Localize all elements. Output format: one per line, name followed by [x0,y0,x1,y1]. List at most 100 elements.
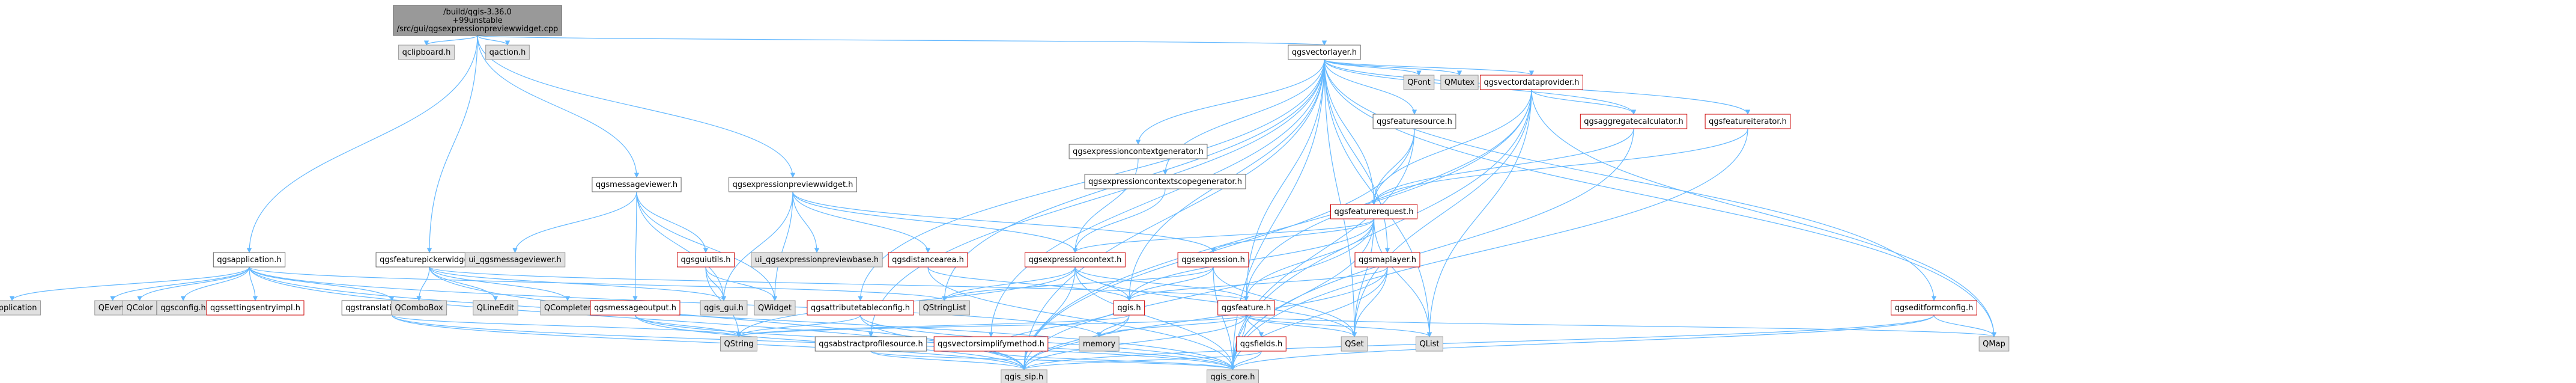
node-qgsfields[interactable]: qgsfields.h [1236,336,1286,352]
node-qapplication[interactable]: QApplication [0,300,41,316]
node-qgsvectordataprovider[interactable]: qgsvectordataprovider.h [1480,75,1583,90]
edge-qgsvectorsimplifymethod-to-qgis_core [990,351,1235,370]
node-box [206,300,305,316]
node-qgseditformconfig[interactable]: qgseditformconfig.h [1891,300,1977,316]
node-box [1207,369,1259,383]
edge-qgsdistancearea-to-qgis [927,266,1132,301]
node-box [919,300,970,316]
node-box [1068,144,1208,159]
node-label: QLineEdit [477,304,515,313]
node-qgis_sip[interactable]: qgis_sip.h [1001,369,1047,383]
node-qgsexpressioncontextscopegenerator[interactable]: qgsexpressioncontextscopegenerator.h [1084,174,1246,189]
node-qclipboard[interactable]: qclipboard.h [398,44,455,60]
node-qgsexpressioncontextgenerator[interactable]: qgsexpressioncontextgenerator.h [1068,144,1208,159]
edge-qgsfeature-to-memory [1096,314,1247,337]
node-label: qgsvectorlayer.h [1292,48,1357,57]
node-qlist[interactable]: QList [1416,336,1443,352]
node-qgsmessageoutput[interactable]: qgsmessageoutput.h [590,300,680,316]
edge-qgsfeaturepickerwidget-to-qcombobox [416,266,430,301]
edge-qgsmessageviewer-to-qgsguiutils [636,191,709,253]
node-qgsexpressionpreviewwidget[interactable]: qgsexpressionpreviewwidget.h [729,177,857,192]
edge-root-to-qgsapplication [246,35,478,253]
edge-qgsfeature-to-qstring [736,314,1247,337]
edge-qgsvectorlayer-to-qgsvectordataprovider [1324,59,1534,76]
node-qgis_gui[interactable]: qgis_gui.h [700,300,748,316]
edge-qgsvectordataprovider-to-qgis_core [1230,89,1532,370]
edge-qgsmapplayer-to-qset [1351,266,1388,337]
node-box [1341,336,1368,352]
edge-qgsfeature-to-qlist [1246,314,1432,337]
node-qset[interactable]: QSet [1341,336,1368,352]
edge-qgsaggregatecalculator-to-qgis_core [1230,128,1634,370]
node-qgsexpressioncontext[interactable]: qgsexpressioncontext.h [1025,252,1126,268]
node-qstring[interactable]: QString [720,336,758,352]
node-label: qgsapplication.h [217,256,281,265]
node-box [464,252,566,268]
node-root[interactable]: /build/qgis-3.36.0+99unstable/src/gui/qg… [393,5,562,36]
node-box [540,300,595,316]
node-qgsmapplayer[interactable]: qgsmaplayer.h [1354,252,1420,268]
node-box [122,300,157,316]
node-qgsattributetableconfig[interactable]: qgsattributetableconfig.h [807,300,914,316]
node-qmutex[interactable]: QMutex [1440,75,1479,90]
node-qgsfeatureiterator[interactable]: qgsfeatureiterator.h [1705,114,1791,129]
edge-layer [9,35,1997,370]
node-memory[interactable]: memory [1079,336,1120,352]
edge-root-to-qclipboard [423,35,478,46]
node-qgsfeature[interactable]: qgsfeature.h [1217,300,1275,316]
node-qgis_core[interactable]: qgis_core.h [1207,369,1259,383]
node-qgsmessageviewer[interactable]: qgsmessageviewer.h [592,177,682,192]
edge-qgsvectorlayer-to-qgsvectorsimplifymethod [988,59,1325,337]
node-qwidget[interactable]: QWidget [754,300,796,316]
node-qgsfeaturerequest[interactable]: qgsfeaturerequest.h [1330,204,1417,219]
edge-qgsvectorlayer-to-qgsaggregatecalculator [1324,59,1637,115]
node-qgsconfig[interactable]: qgsconfig.h [156,300,210,316]
node-qgsabstractprofilesource[interactable]: qgsabstractprofilesource.h [814,336,927,352]
node-box [729,177,857,192]
node-box [1978,336,2010,352]
node-qgsvectorsimplifymethod[interactable]: qgsvectorsimplifymethod.h [933,336,1049,352]
edge-qgsexpressionpreviewwidget-to-qgis_gui [721,191,793,301]
edge-qgsmessageviewer-to-qwidget [636,191,778,301]
node-qgsapplication[interactable]: qgsapplication.h [213,252,286,268]
node-ui_qgsmessageviewer[interactable]: ui_qgsmessageviewer.h [464,252,566,268]
edge-qgseditformconfig-to-qgis_core [1230,314,1935,370]
node-ui_qgsexpressionpreviewbase[interactable]: ui_qgsexpressionpreviewbase.h [751,252,883,268]
edge-qgsfeature-to-qmap [1246,314,1996,337]
node-qcompleter[interactable]: QCompleter [540,300,595,316]
edge-root-to-qaction [477,35,511,46]
node-qcolor[interactable]: QColor [122,300,157,316]
node-qgsguiutils[interactable]: qgsguiutils.h [676,252,735,268]
edge-qgis-to-qgis_sip [1021,314,1130,370]
edge-qgsapplication-to-qgis_core [249,266,1235,370]
node-label: QComboBox [395,304,443,313]
node-qfont[interactable]: QFont [1403,75,1435,90]
node-qgsvectorlayer[interactable]: qgsvectorlayer.h [1288,44,1361,60]
node-qlineedit[interactable]: QLineEdit [473,300,518,316]
node-qcombobox[interactable]: QComboBox [390,300,447,316]
edge-qgsexpression-to-qstringlist [942,266,1214,301]
node-label: ui_qgsexpressionpreviewbase.h [755,256,879,265]
node-qgis[interactable]: qgis.h [1113,300,1145,316]
edge-qgsexpressioncontext-to-qset [1074,266,1357,337]
node-box [1177,252,1249,268]
node-box [814,336,927,352]
node-qgsaggregatecalculator[interactable]: qgsaggregatecalculator.h [1580,114,1688,129]
node-qmap[interactable]: QMap [1978,336,2010,352]
node-label: QWidget [758,304,792,313]
node-label: QSet [1345,340,1364,349]
node-qgsexpression[interactable]: qgsexpression.h [1177,252,1249,268]
node-qgsdistancearea[interactable]: qgsdistancearea.h [888,252,968,268]
node-qgssettingsentryimpl[interactable]: qgssettingsentryimpl.h [206,300,305,316]
edge-qgsapplication-to-qevent [110,266,250,301]
node-qaction[interactable]: qaction.h [485,44,530,60]
edge-qgsfeaturerequest-to-qgsexpressioncontext [1072,218,1375,253]
node-qgsfeaturesource[interactable]: qgsfeaturesource.h [1372,114,1456,129]
node-box [1025,252,1126,268]
node-box [1705,114,1791,129]
edge-qgsvectordataprovider-to-qset [1351,89,1532,337]
node-qstringlist[interactable]: QStringList [919,300,970,316]
edge-qgsfeaturerequest-to-qgsfeature [1243,218,1375,301]
node-box [390,300,447,316]
edge-qgsabstractprofilesource-to-qgis_core [870,351,1235,370]
